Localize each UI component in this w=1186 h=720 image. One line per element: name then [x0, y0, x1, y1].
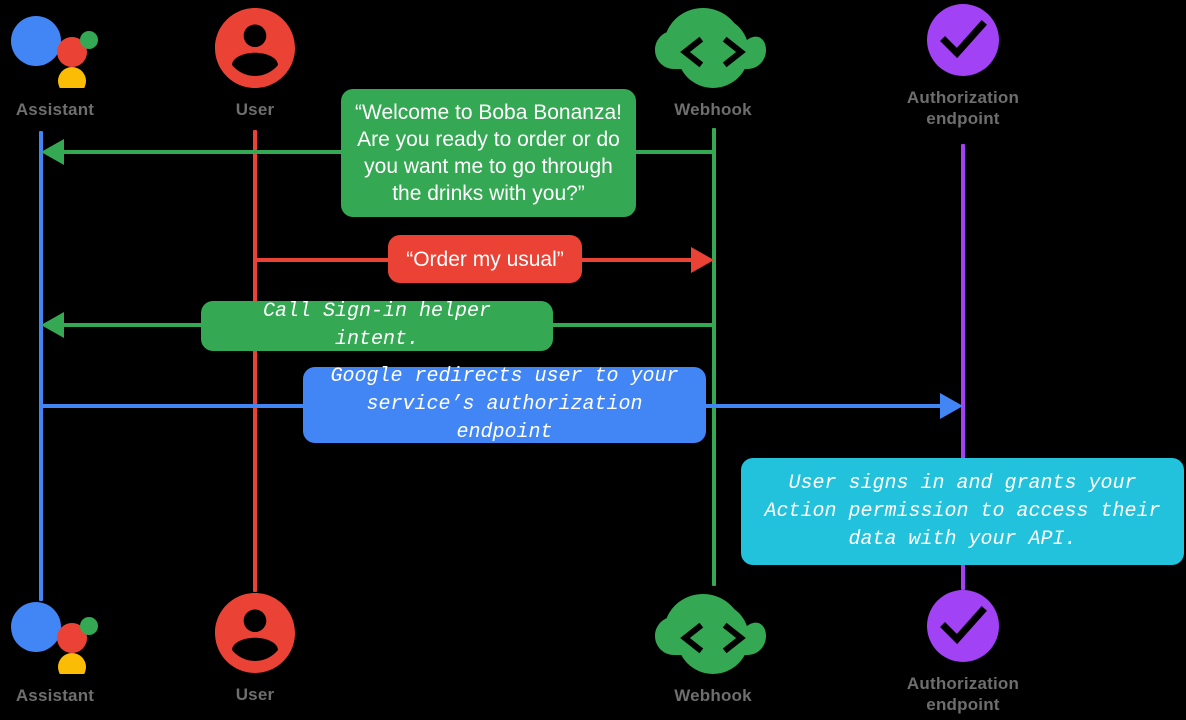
lifeline-auth-endpoint — [961, 144, 965, 590]
actor-auth-endpoint-top: Authorization endpoint — [878, 4, 1048, 129]
user-avatar-icon — [215, 593, 295, 678]
message-bubble-user-signs-in: User signs in and grants your Action per… — [741, 458, 1184, 565]
message-bubble-order: “Order my usual” — [388, 235, 582, 283]
actor-webhook-top: Webhook — [650, 8, 776, 120]
actor-label-assistant: Assistant — [15, 686, 95, 705]
purple-check-circle-icon — [927, 590, 999, 667]
message-bubble-welcome: “Welcome to Boba Bonanza! Are you ready … — [341, 89, 636, 217]
google-assistant-icon — [9, 10, 101, 95]
purple-check-circle-icon — [927, 4, 999, 81]
actor-assistant-top: Assistant — [0, 10, 110, 120]
user-avatar-icon — [215, 8, 295, 93]
actor-label-webhook: Webhook — [674, 100, 752, 119]
actor-label-auth-endpoint: Authorization endpoint — [906, 674, 1020, 714]
actor-user-bottom: User — [201, 593, 309, 705]
actor-label-user: User — [235, 100, 275, 119]
lifeline-user — [253, 130, 257, 592]
message-bubble-google-redirects: Google redirects user to your service’s … — [303, 365, 706, 444]
actor-label-assistant: Assistant — [15, 100, 95, 119]
arrow-head-order — [691, 247, 714, 273]
actor-webhook-bottom: Webhook — [650, 594, 776, 706]
google-assistant-icon — [9, 596, 101, 681]
lifeline-webhook — [712, 128, 716, 586]
arrow-head-google-redirects — [940, 393, 963, 419]
lifeline-assistant — [39, 131, 43, 601]
cloud-code-icon — [655, 594, 771, 679]
actor-label-auth-endpoint: Authorization endpoint — [906, 88, 1020, 128]
arrow-head-welcome — [41, 139, 64, 165]
arrow-head-signin-helper — [41, 312, 64, 338]
message-bubble-signin-helper: Call Sign-in helper intent. — [201, 300, 553, 351]
actor-label-webhook: Webhook — [674, 686, 752, 705]
actor-assistant-bottom: Assistant — [0, 596, 110, 706]
actor-user-top: User — [201, 8, 309, 120]
actor-label-user: User — [235, 685, 275, 704]
cloud-code-icon — [655, 8, 771, 93]
actor-auth-endpoint-bottom: Authorization endpoint — [878, 590, 1048, 715]
